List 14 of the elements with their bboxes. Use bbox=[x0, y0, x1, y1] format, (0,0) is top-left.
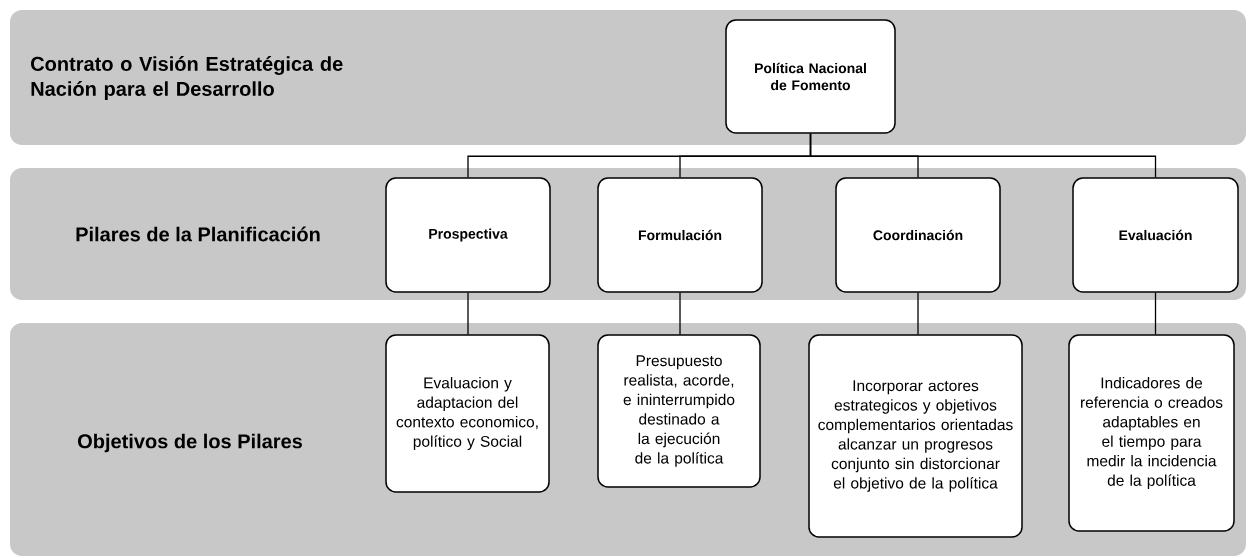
connector-line bbox=[1154, 292, 1157, 335]
connector-line bbox=[809, 133, 1157, 178]
text-box: Prospectiva bbox=[385, 177, 551, 293]
connector-line bbox=[679, 292, 681, 335]
text-box: Incorporar actores estrategicos y objetivos complementarios orientadas alcanzar un progresos conjunto sin distorcionar el objetivo de la política bbox=[808, 334, 1023, 538]
connector-line bbox=[467, 292, 469, 335]
text-box: Coordinación bbox=[835, 177, 1001, 293]
text-box: Presupuesto realista, acorde, e ininterrumpido destinado a la ejecución de la política bbox=[597, 334, 761, 488]
text-box: Política Nacional de Fomento bbox=[725, 19, 896, 134]
text-box: Evaluacion y adaptacion del contexto economico, político y Social bbox=[385, 334, 550, 493]
text-box: Evaluación bbox=[1072, 177, 1239, 293]
connector-line bbox=[917, 292, 919, 335]
text-box: Formulación bbox=[597, 177, 763, 293]
text-box: Indicadores de referencia o creados adaptables en el tiempo para medir la incidencia de la política bbox=[1068, 334, 1235, 532]
